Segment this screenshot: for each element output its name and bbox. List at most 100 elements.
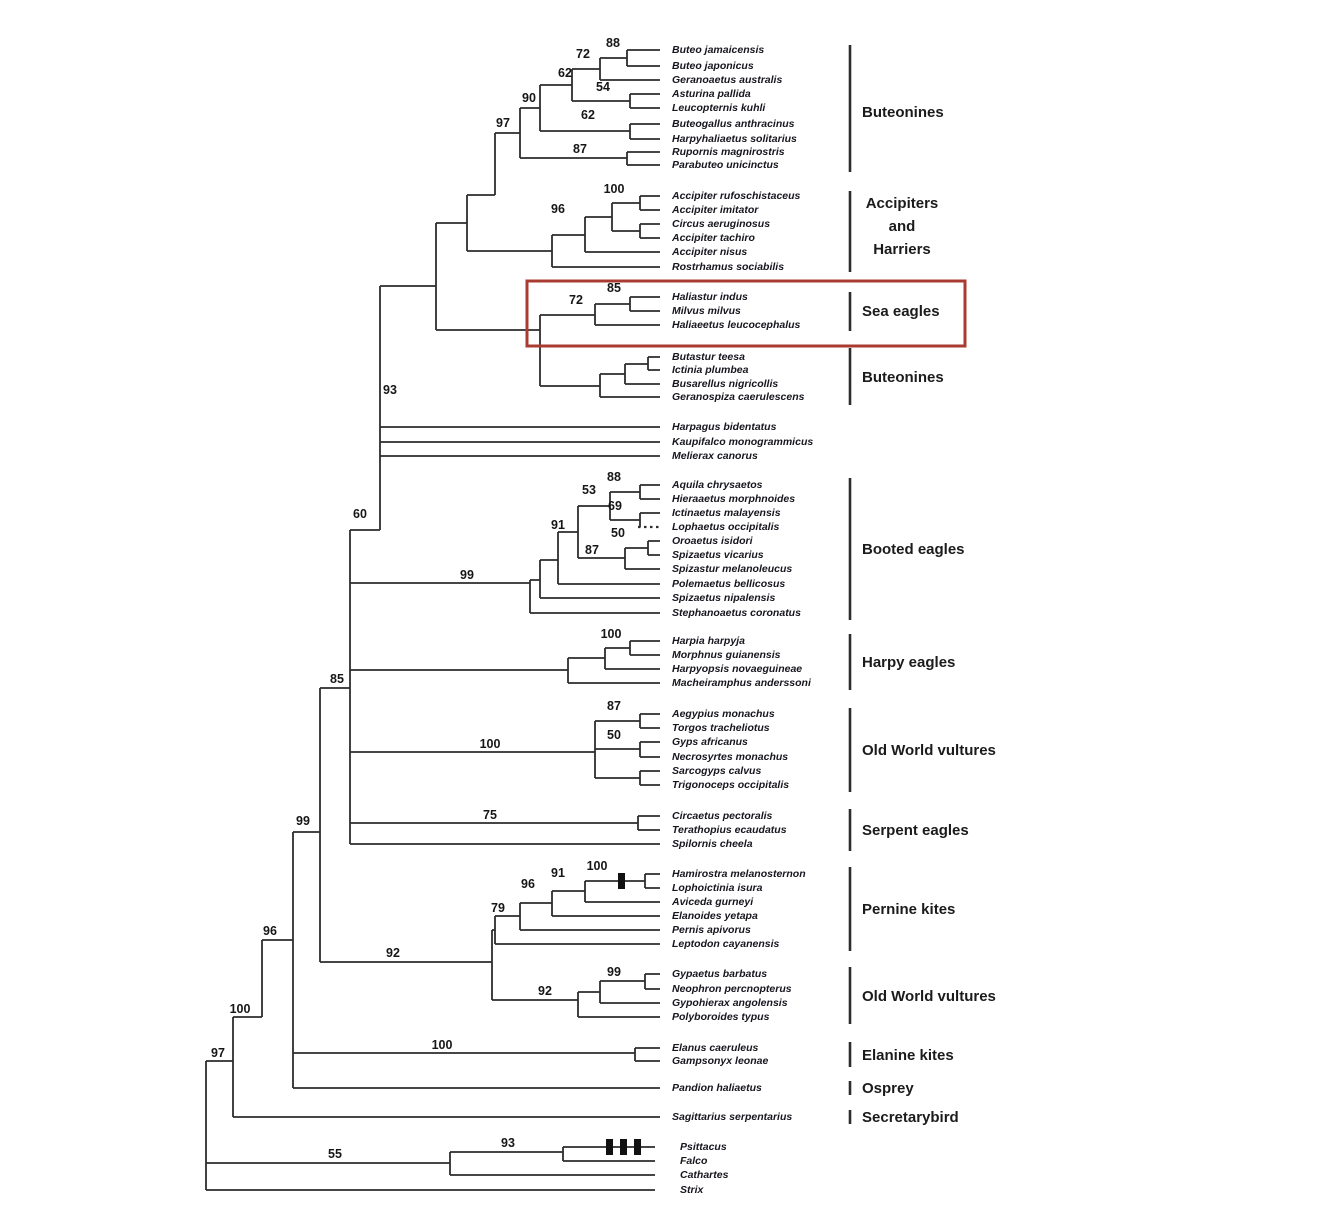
taxon-label: Lophaetus occipitalis bbox=[672, 521, 780, 533]
taxon-label: Aviceda gurneyi bbox=[671, 896, 754, 908]
support-value: 50 bbox=[607, 728, 621, 742]
support-value: 88 bbox=[607, 470, 621, 484]
taxon-label: Necrosyrtes monachus bbox=[672, 751, 788, 763]
clade-label: Sea eagles bbox=[862, 303, 940, 320]
taxon-label: Gampsonyx leonae bbox=[672, 1055, 768, 1067]
indel-marks bbox=[606, 873, 641, 1155]
taxon-label: Accipiter rufoschistaceus bbox=[671, 190, 801, 202]
taxon-label: Harpia harpyja bbox=[672, 635, 745, 647]
taxon-label: Torgos tracheliotus bbox=[672, 722, 770, 734]
taxon-label: Oroaetus isidori bbox=[672, 535, 754, 547]
taxon-label: Lophoictinia isura bbox=[672, 882, 763, 894]
support-value: 99 bbox=[607, 965, 621, 979]
taxon-label: Harpyhaliaetus solitarius bbox=[672, 133, 797, 145]
support-value: 50 bbox=[611, 526, 625, 540]
support-value: 100 bbox=[432, 1038, 453, 1052]
taxon-label: Buteo jamaicensis bbox=[672, 44, 764, 56]
support-value: 96 bbox=[551, 202, 565, 216]
taxon-label: Buteogallus anthracinus bbox=[672, 118, 795, 130]
support-value: 92 bbox=[386, 946, 400, 960]
taxon-label: Pernis apivorus bbox=[672, 924, 751, 936]
indel-mark bbox=[606, 1139, 613, 1155]
support-value: 91 bbox=[551, 866, 565, 880]
sea-eagles-highlight-box bbox=[525, 279, 967, 348]
taxon-label: Milvus milvus bbox=[672, 305, 741, 317]
support-value: 85 bbox=[330, 672, 344, 686]
support-value: 90 bbox=[522, 91, 536, 105]
taxon-label: Aquila chrysaetos bbox=[671, 479, 763, 491]
taxon-label: Polyboroides typus bbox=[672, 1011, 770, 1023]
taxon-label: Spilornis cheela bbox=[672, 838, 753, 850]
taxon-label: Ictinia plumbea bbox=[672, 364, 749, 376]
clade-label: Pernine kites bbox=[862, 901, 955, 918]
taxon-label: Gypohierax angolensis bbox=[672, 997, 788, 1009]
support-value: 62 bbox=[581, 108, 595, 122]
support-value: 100 bbox=[587, 859, 608, 873]
taxon-label: Accipiter imitator bbox=[671, 204, 759, 216]
support-value: 93 bbox=[501, 1136, 515, 1150]
taxon-labels: Buteo jamaicensis Buteo japonicus Gerano… bbox=[671, 44, 813, 1196]
taxon-label: Trigonoceps occipitalis bbox=[672, 779, 789, 791]
clade-label: Booted eagles bbox=[862, 541, 965, 558]
clade-labels: Buteonines Accipiters and Harriers Sea e… bbox=[862, 104, 996, 1126]
support-value: 99 bbox=[296, 814, 310, 828]
support-value: 96 bbox=[263, 924, 277, 938]
taxon-label: Geranoaetus australis bbox=[672, 74, 782, 86]
taxon-label: Busarellus nigricollis bbox=[672, 378, 778, 390]
taxon-label: Neophron percnopterus bbox=[672, 983, 792, 995]
taxon-label: Elanoides yetapa bbox=[672, 910, 758, 922]
taxon-label: Accipiter tachiro bbox=[671, 232, 755, 244]
taxon-label: Macheiramphus anderssoni bbox=[672, 677, 812, 689]
clade-label: Accipiters bbox=[866, 195, 939, 212]
support-values: 88 72 62 54 90 62 97 87 100 96 85 72 93 … bbox=[211, 36, 625, 1161]
taxon-label: Kaupifalco monogrammicus bbox=[672, 436, 813, 448]
support-value: 62 bbox=[558, 66, 572, 80]
support-value: 100 bbox=[601, 627, 622, 641]
taxon-label: Rostrhamus sociabilis bbox=[672, 261, 784, 273]
taxon-label: Falco bbox=[680, 1155, 708, 1167]
taxon-label: Sarcogyps calvus bbox=[672, 765, 761, 777]
support-value: 60 bbox=[353, 507, 367, 521]
taxon-label: Circus aeruginosus bbox=[672, 218, 770, 230]
support-value: 87 bbox=[573, 142, 587, 156]
support-value: 100 bbox=[480, 737, 501, 751]
clade-label: Buteonines bbox=[862, 104, 944, 121]
clade-label: Harpy eagles bbox=[862, 654, 955, 671]
taxon-label: Harpyopsis novaeguineae bbox=[672, 663, 802, 675]
indel-mark bbox=[620, 1139, 627, 1155]
taxon-label: Ictinaetus malayensis bbox=[672, 507, 781, 519]
indel-mark bbox=[634, 1139, 641, 1155]
support-value: 87 bbox=[607, 699, 621, 713]
support-value: 97 bbox=[496, 116, 510, 130]
clade-label: and bbox=[889, 218, 916, 235]
clade-label: Old World vultures bbox=[862, 988, 996, 1005]
taxon-label: Polemaetus bellicosus bbox=[672, 578, 785, 590]
support-value: 88 bbox=[606, 36, 620, 50]
taxon-label: Gyps africanus bbox=[672, 736, 748, 748]
taxon-label: Leucopternis kuhli bbox=[672, 102, 766, 114]
support-value: 69 bbox=[608, 499, 622, 513]
taxon-label: Haliaeetus leucocephalus bbox=[672, 319, 801, 331]
taxon-label: Rupornis magnirostris bbox=[672, 146, 785, 158]
support-value: 91 bbox=[551, 518, 565, 532]
support-value: 54 bbox=[596, 80, 610, 94]
clade-label: Osprey bbox=[862, 1080, 914, 1097]
support-value: 79 bbox=[491, 901, 505, 915]
taxon-label: Morphnus guianensis bbox=[672, 649, 781, 661]
clade-label: Buteonines bbox=[862, 369, 944, 386]
taxon-label: Spizaetus nipalensis bbox=[672, 592, 775, 604]
clade-label: Old World vultures bbox=[862, 742, 996, 759]
tree-branches bbox=[205, 49, 660, 1191]
taxon-label: Sagittarius serpentarius bbox=[672, 1111, 792, 1123]
support-value: 97 bbox=[211, 1046, 225, 1060]
taxon-label: Accipiter nisus bbox=[671, 246, 747, 258]
taxon-label: Pandion haliaetus bbox=[672, 1082, 762, 1094]
taxon-label: Buteo japonicus bbox=[672, 60, 754, 72]
taxon-label: Strix bbox=[680, 1184, 705, 1196]
clade-label: Elanine kites bbox=[862, 1047, 954, 1064]
support-value: 93 bbox=[383, 383, 397, 397]
clade-label: Secretarybird bbox=[862, 1109, 959, 1126]
taxon-label: Spizaetus vicarius bbox=[672, 549, 764, 561]
